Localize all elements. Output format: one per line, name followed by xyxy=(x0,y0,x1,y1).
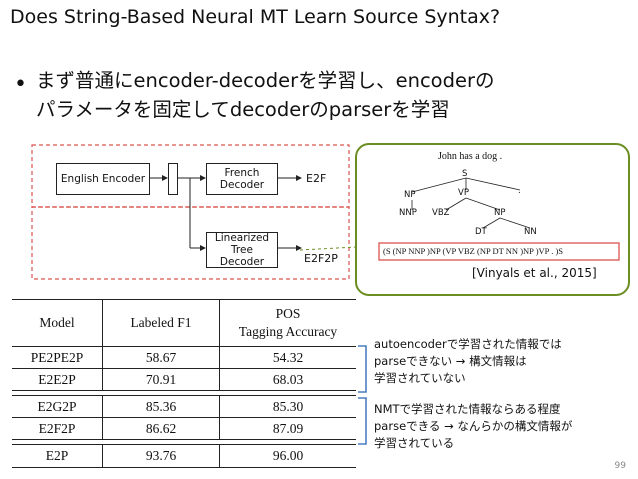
header-pos: POS Tagging Accuracy xyxy=(220,300,357,347)
header-pos-line2: Tagging Accuracy xyxy=(238,324,338,339)
bullet-text: まず普通にencoder-decoderを学習し、encoderの パラメータを… xyxy=(36,66,495,124)
parse-tree-panel xyxy=(355,143,630,296)
cell-pos: 54.32 xyxy=(272,349,304,365)
note-2-line-2: parseできる → なんらかの構文情報が xyxy=(374,419,573,433)
bullet-dot: • xyxy=(14,72,27,97)
tree-sentence: John has a dog . xyxy=(438,151,503,162)
results-table: Model Labeled F1 POS Tagging Accuracy PE… xyxy=(12,299,356,468)
bullet-line-1: まず普通にencoder-decoderを学習し、encoderの xyxy=(36,69,495,92)
tree-decoder-box: Linearized Tree Decoder xyxy=(206,232,278,268)
citation: [Vinyals et al., 2015] xyxy=(472,266,597,280)
e2f-label: E2F xyxy=(306,172,327,185)
french-decoder-box: French Decoder xyxy=(206,163,278,195)
cell-model: PE2PE2P xyxy=(12,346,103,369)
tree-decoder-label-2: Decoder xyxy=(219,256,265,268)
note-group-1: autoencoderで学習された情報では parseできない → 構文情報は … xyxy=(374,336,562,387)
page-number: 99 xyxy=(614,461,626,471)
table-row: E2P 93.76 96.00 xyxy=(12,444,356,468)
note-1-line-3: 学習されていない xyxy=(374,371,466,385)
note-group-2: NMTで学習された情報ならある程度 parseできる → なんらかの構文情報が … xyxy=(374,401,572,452)
english-encoder-box: English Encoder xyxy=(56,163,150,195)
table-spacer xyxy=(12,440,356,445)
node-np2: NP xyxy=(494,208,506,218)
cell-f1: 70.91 xyxy=(102,368,220,391)
table-spacer xyxy=(12,391,356,396)
note-2-line-1: NMTで学習された情報ならある程度 xyxy=(374,402,561,416)
node-s: S xyxy=(462,169,468,179)
header-pos-line1: POS xyxy=(275,306,301,321)
cell-f1: 85.36 xyxy=(102,395,220,418)
header-labeled-f1: Labeled F1 xyxy=(102,299,220,347)
node-nn: NN xyxy=(524,227,537,237)
tree-decoder-label-1: Linearized Tree xyxy=(214,232,270,256)
linearized-tree: (S (NP NNP )NP (VP VBZ (NP DT NN )NP )VP… xyxy=(383,246,564,256)
table-row: E2G2P 85.36 85.30 xyxy=(12,395,356,418)
node-np: NP xyxy=(404,190,416,200)
english-encoder-label: English Encoder xyxy=(60,173,146,185)
node-vp: VP xyxy=(458,188,469,198)
cell-pos: 87.09 xyxy=(272,420,304,436)
note-1-line-1: autoencoderで学習された情報では xyxy=(374,337,562,351)
cell-f1: 93.76 xyxy=(102,444,220,468)
cell-pos: 68.03 xyxy=(272,371,304,387)
header-model: Model xyxy=(12,299,103,347)
e2f2p-label: E2F2P xyxy=(304,252,338,265)
note-2-line-3: 学習されている xyxy=(374,436,455,450)
cell-f1: 58.67 xyxy=(102,346,220,369)
note-1-line-2: parseできない → 構文情報は xyxy=(374,354,527,368)
cell-model: E2G2P xyxy=(12,395,103,418)
cell-pos: 96.00 xyxy=(272,448,304,463)
cell-model: E2E2P xyxy=(12,368,103,391)
node-dot: . xyxy=(518,186,521,196)
node-vbz: VBZ xyxy=(432,208,450,218)
table-row: E2F2P 86.62 87.09 xyxy=(12,417,356,440)
node-nnp: NNP xyxy=(399,208,417,218)
cell-f1: 86.62 xyxy=(102,417,220,440)
table-row: E2E2P 70.91 68.03 xyxy=(12,368,356,391)
cell-pos: 85.30 xyxy=(272,398,304,414)
cell-model: E2P xyxy=(12,444,103,468)
hidden-state-box xyxy=(168,163,178,195)
cell-model: E2F2P xyxy=(12,417,103,440)
slide-title: Does String-Based Neural MT Learn Source… xyxy=(10,6,501,28)
french-decoder-label: French Decoder xyxy=(219,167,265,191)
table-row: PE2PE2P 58.67 54.32 xyxy=(12,346,356,369)
table-header-row: Model Labeled F1 POS Tagging Accuracy xyxy=(12,299,357,347)
node-dt: DT xyxy=(475,227,487,237)
bullet-line-2: パラメータを固定してdecoderのparserを学習 xyxy=(36,98,450,121)
